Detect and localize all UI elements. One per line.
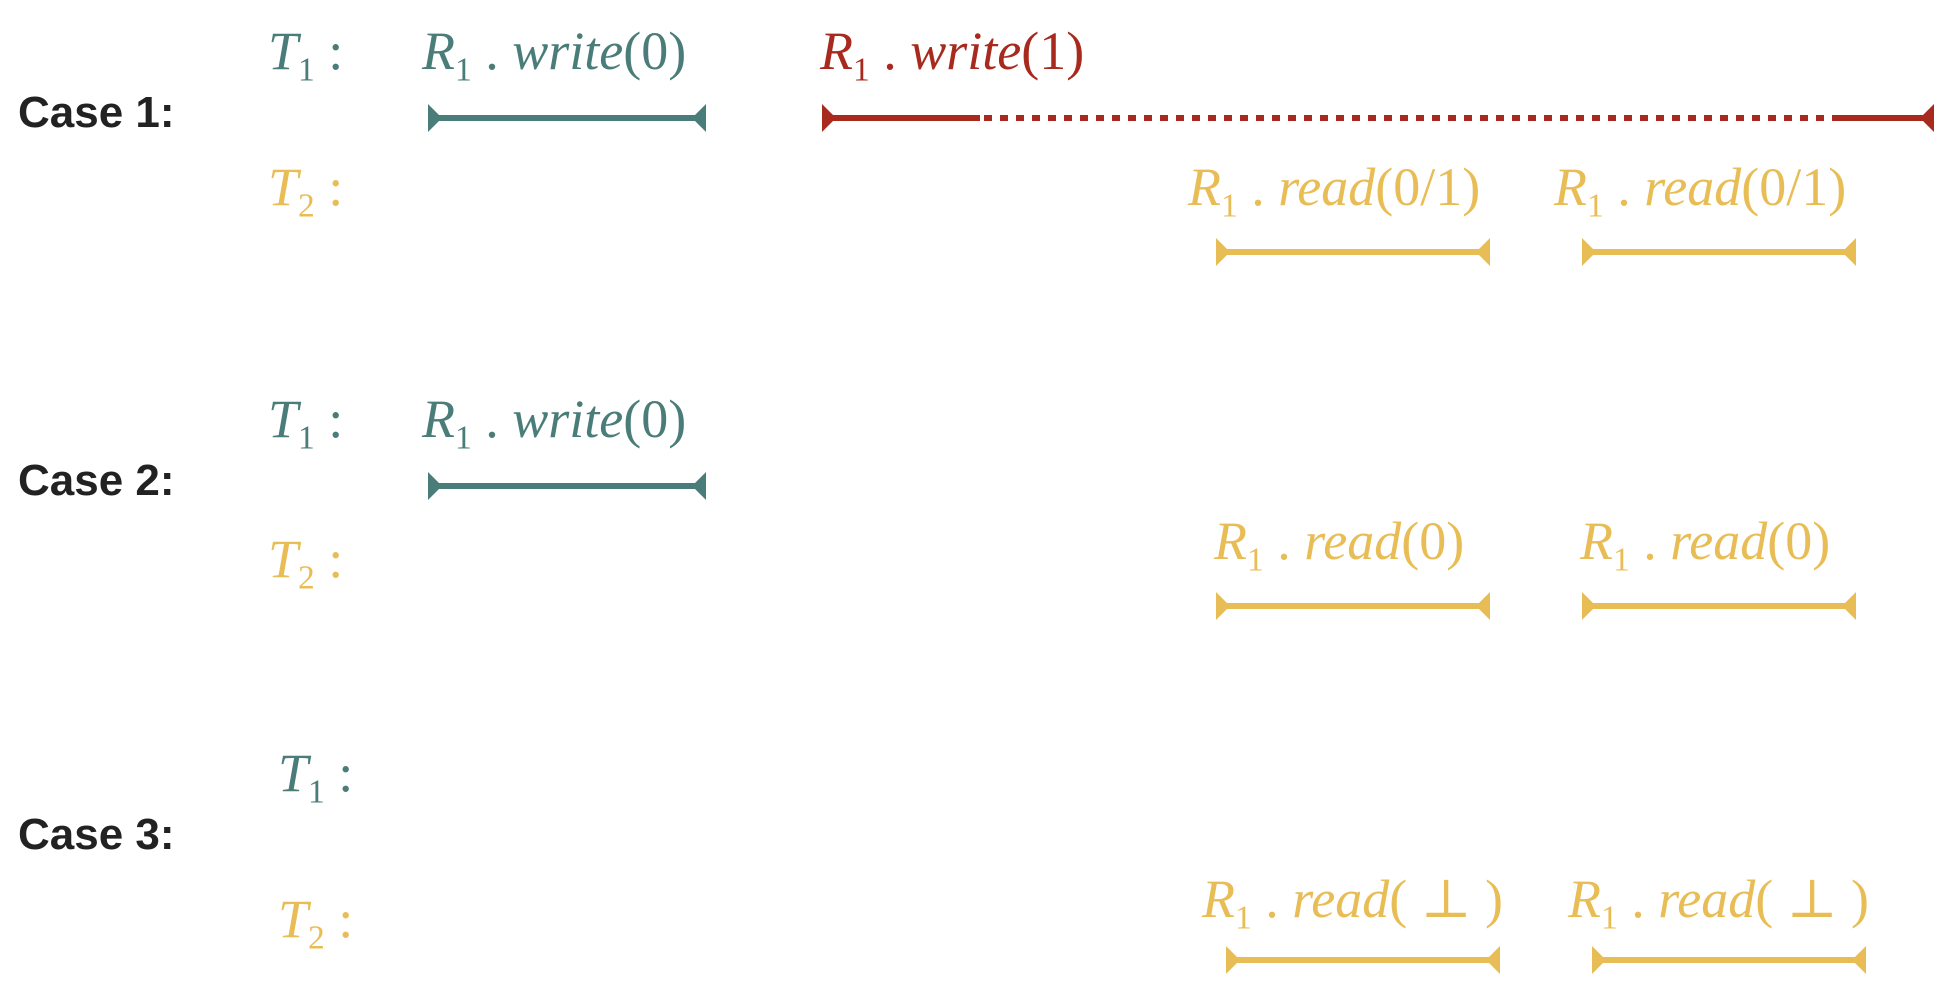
case-3-op-read-b: R1 . read( ⊥ ) (1568, 869, 1869, 937)
case-1-op-read-a: R1 . read(0/1) (1188, 157, 1481, 225)
case-1-op-read-b: R1 . read(0/1) (1554, 157, 1847, 225)
case-2-thread-2-label: T2 : (268, 529, 344, 597)
case-1-write-0-interval-end-cap (692, 104, 706, 132)
case-1-thread-1-label: T1 : (268, 21, 344, 89)
case-3-read-a-interval-end-cap (1486, 946, 1500, 974)
case-1-read-a-interval-start-cap (1216, 238, 1230, 266)
case-2-read-a-interval-start-cap (1216, 592, 1230, 620)
case-1-read-b-interval-end-cap (1842, 238, 1856, 266)
case-3-read-b-interval-end-cap (1852, 946, 1866, 974)
case-3-op-read-a: R1 . read( ⊥ ) (1202, 869, 1503, 937)
case-3-label: Case 3: (18, 810, 175, 859)
case-2-op-read-b: R1 . read(0) (1580, 511, 1831, 579)
case-2-op-read-a: R1 . read(0) (1214, 511, 1465, 579)
case-2-label: Case 2: (18, 456, 175, 505)
case-2-thread-1-label: T1 : (268, 389, 344, 457)
case-1-op-write-0: R1 . write(0) (422, 21, 687, 89)
case-2-read-a-interval-end-cap (1476, 592, 1490, 620)
case-2-read-b-interval-end-cap (1842, 592, 1856, 620)
case-1-write-1-interval-end-cap (1920, 104, 1934, 132)
case-2-op-write-0: R1 . write(0) (422, 389, 687, 457)
case-3-read-a-interval-start-cap (1226, 946, 1240, 974)
case-3-thread-2-label: T2 : (278, 889, 354, 957)
case-2-write-0-interval-start-cap (428, 472, 442, 500)
case-1-write-1-interval-start-cap (822, 104, 836, 132)
case-1-label: Case 1: (18, 88, 175, 137)
case-1-thread-2-label: T2 : (268, 157, 344, 225)
case-2-read-b-interval-start-cap (1582, 592, 1596, 620)
case-1-write-0-interval-start-cap (428, 104, 442, 132)
case-2-write-0-interval-end-cap (692, 472, 706, 500)
case-3-read-b-interval-start-cap (1592, 946, 1606, 974)
case-1-read-b-interval-start-cap (1582, 238, 1596, 266)
case-1-op-write-1: R1 . write(1) (820, 21, 1085, 89)
case-3-thread-1-label: T1 : (278, 743, 354, 811)
case-1-read-a-interval-end-cap (1476, 238, 1490, 266)
